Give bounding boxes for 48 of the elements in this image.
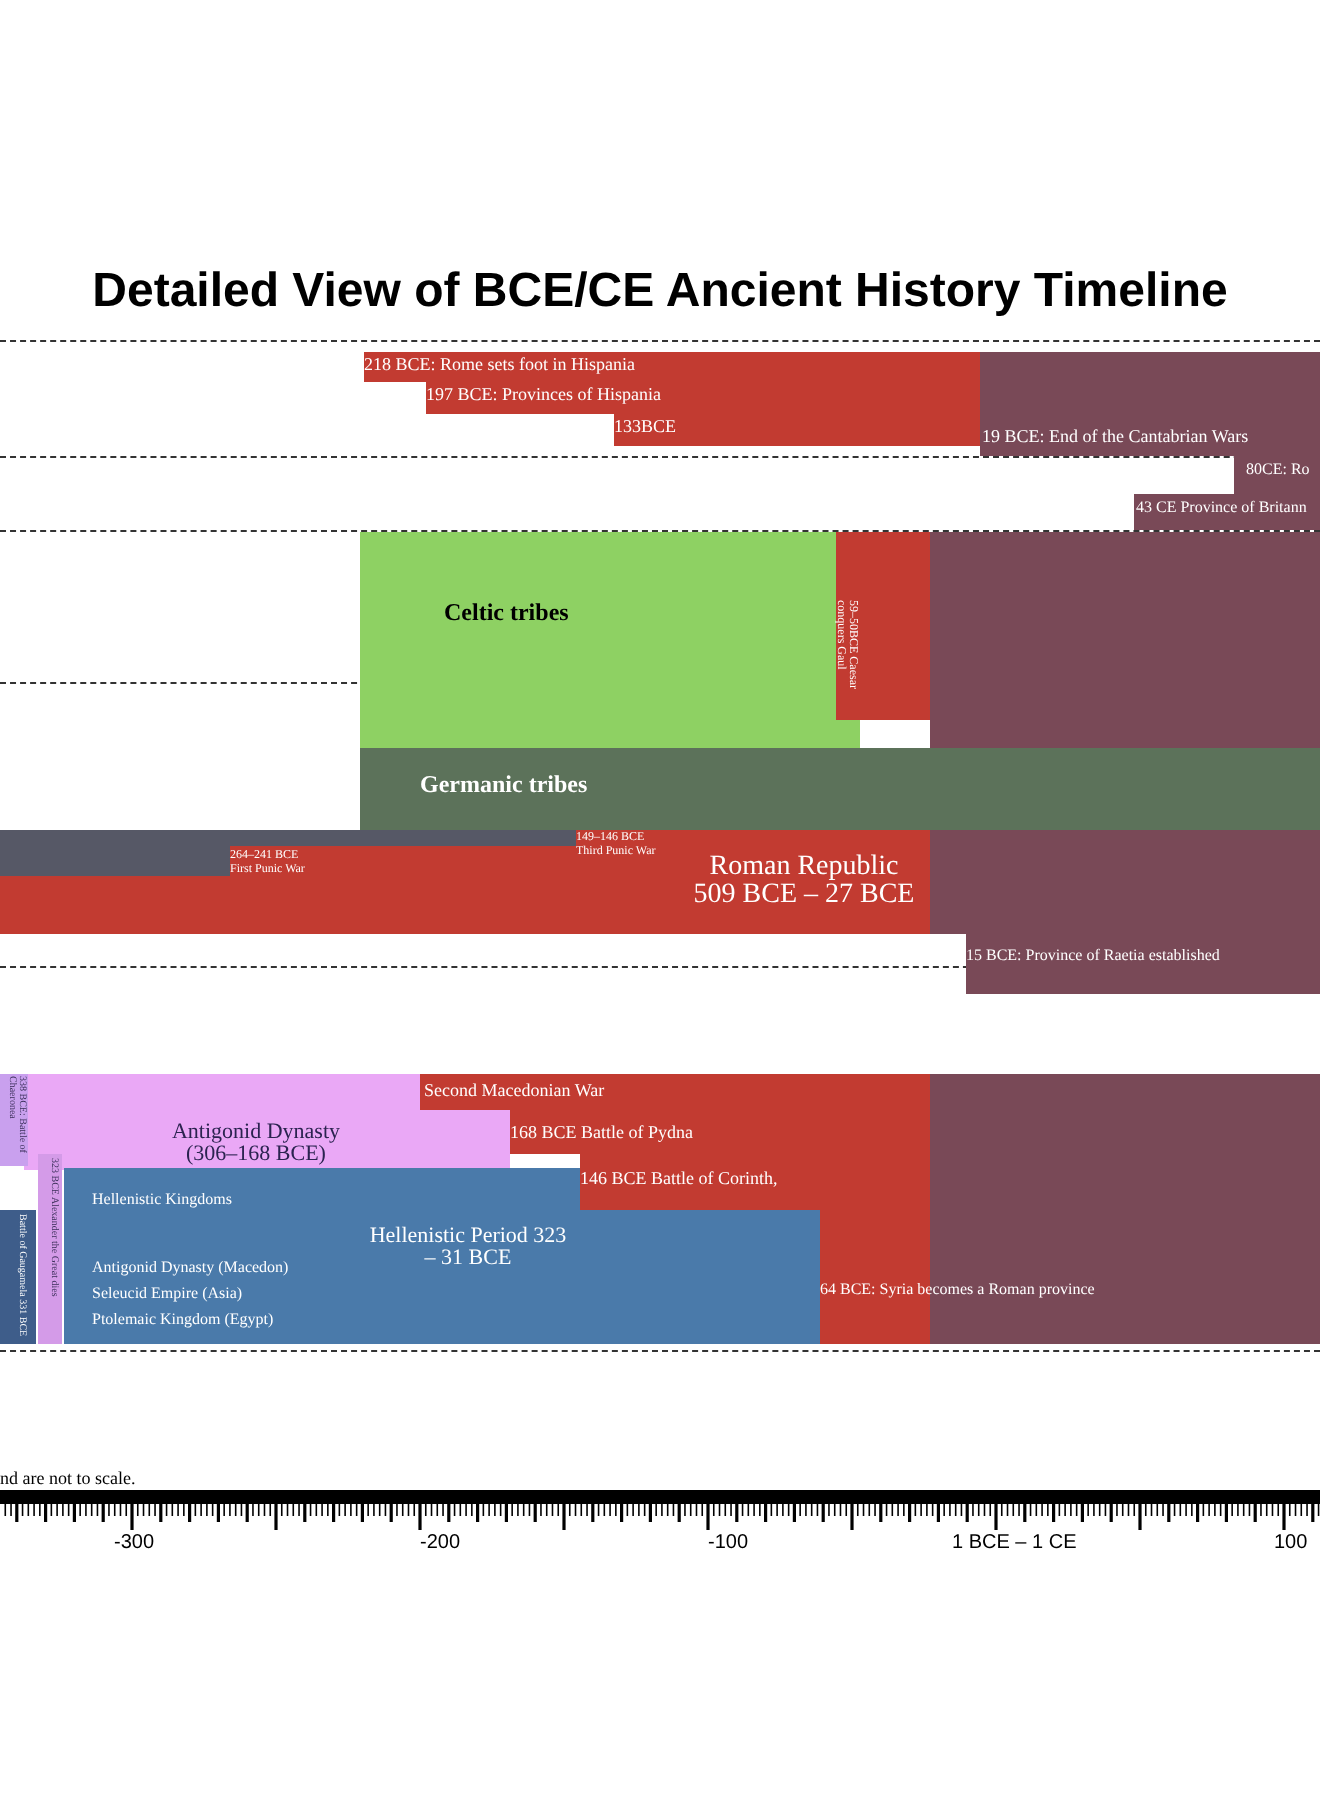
timeline-band xyxy=(0,1074,28,1166)
timeline-band xyxy=(360,532,860,748)
timeline-band xyxy=(38,1154,62,1344)
band-label: Celtic tribes xyxy=(444,600,569,624)
band-label: 19 BCE: End of the Cantabrian Wars xyxy=(982,428,1249,446)
timeline-band xyxy=(364,352,980,382)
timeline-band xyxy=(576,830,930,934)
year-label: 100 xyxy=(1274,1530,1308,1558)
band-label: Germanic tribes xyxy=(420,772,588,796)
band-label: Antigonid Dynasty (Macedon) xyxy=(92,1260,289,1276)
timeline-band xyxy=(930,532,1320,748)
band-label: Ptolemaic Kingdom (Egypt) xyxy=(92,1312,274,1328)
year-label: 1 BCE – 1 CE xyxy=(952,1530,1077,1558)
timeline-band xyxy=(836,532,930,720)
band-label: 146 BCE Battle of Corinth, xyxy=(580,1170,778,1188)
title: Detailed View of BCE/CE Ancient History Timeline xyxy=(90,262,1230,322)
timeline-band xyxy=(0,1210,36,1344)
timeline-band xyxy=(0,846,576,934)
band-label: Seleucid Empire (Asia) xyxy=(92,1286,243,1302)
timeline-band xyxy=(1134,494,1320,530)
band-label: 43 CE Province of Britann xyxy=(1136,500,1307,516)
year-label: -300 xyxy=(114,1530,155,1558)
timeline-band xyxy=(930,1074,1320,1210)
year-label: -100 xyxy=(708,1530,749,1558)
band-label: 197 BCE: Provinces of Hispania xyxy=(426,386,661,404)
band-label: Roman Republic 509 BCE – 27 BCE xyxy=(692,854,916,910)
timeline-band xyxy=(966,934,1320,994)
band-label: 15 BCE: Province of Raetia established xyxy=(966,948,1220,964)
band-label: Hellenistic Period 323 – 31 BCE xyxy=(368,1226,568,1270)
band-label: Hellenistic Kingdoms xyxy=(92,1192,232,1208)
year-label: -200 xyxy=(420,1530,461,1558)
timeline-band xyxy=(0,830,576,846)
band-label: 64 BCE: Syria becomes a Roman province xyxy=(820,1282,1095,1298)
timeline-band xyxy=(980,352,1320,456)
timeline-band xyxy=(580,1154,930,1210)
timeline-band xyxy=(614,414,980,446)
timeline-band xyxy=(820,1210,1320,1344)
note-text: nd are not to scale. xyxy=(0,1466,136,1492)
timeline-band xyxy=(930,830,1320,934)
timeline-band xyxy=(360,748,1320,830)
band-label: 133BCE xyxy=(614,418,677,436)
band-label: Second Macedonian War xyxy=(424,1082,605,1100)
band-label: 168 BCE Battle of Pydna xyxy=(510,1124,693,1142)
band-label: Antigonid Dynasty (306–168 BCE) xyxy=(169,1122,343,1166)
timeline-band xyxy=(64,1168,820,1344)
band-label: 218 BCE: Rome sets foot in Hispania xyxy=(364,356,635,374)
timeline-band xyxy=(420,1074,930,1110)
band-label: 80CE: Ro xyxy=(1246,462,1310,478)
